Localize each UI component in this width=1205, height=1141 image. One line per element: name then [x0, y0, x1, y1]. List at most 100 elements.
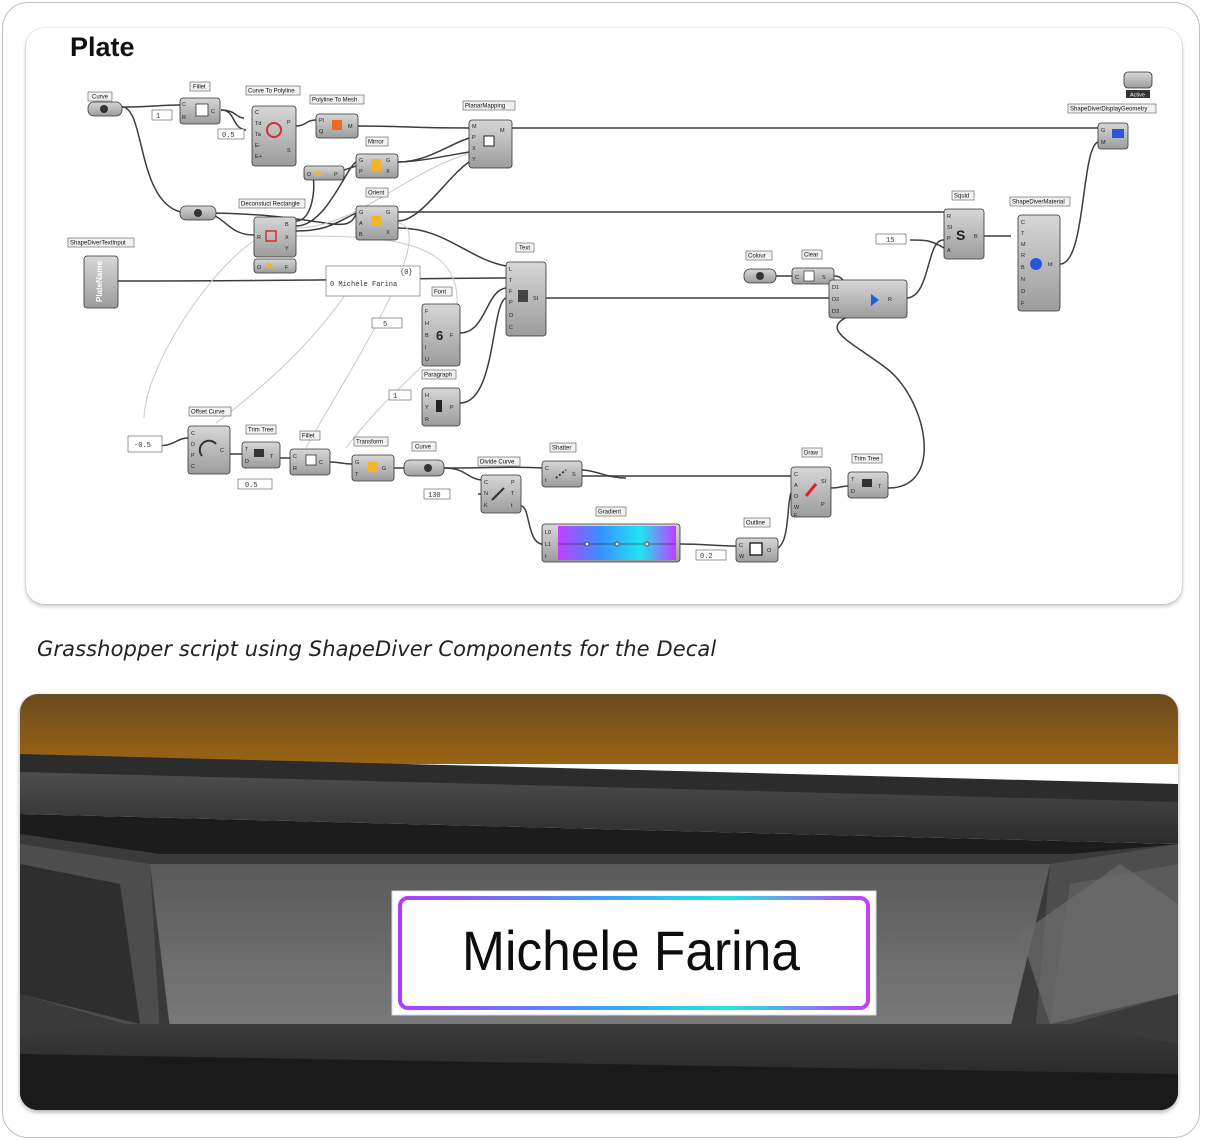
- svg-text:O: O: [767, 548, 772, 554]
- value-fillet-radius[interactable]: 1: [151, 109, 173, 121]
- node-transform[interactable]: Transform GT G: [351, 436, 395, 482]
- node-clear-label: Clear: [804, 253, 818, 259]
- node-shatter[interactable]: Shatter Ct S: [541, 442, 583, 488]
- node-deconstruct-rectangle[interactable]: Deconstuct Rectangle R BXY: [238, 198, 306, 258]
- svg-text:O: O: [509, 313, 514, 319]
- node-fillet-2[interactable]: Fillet CR C: [289, 430, 331, 476]
- svg-text:X: X: [285, 235, 289, 241]
- node-text-input[interactable]: ShapeDiverTextInput PlateName: [67, 237, 135, 309]
- node-colour[interactable]: Colour: [743, 250, 777, 284]
- svg-text:{0}: {0}: [400, 269, 413, 277]
- node-divide-curve[interactable]: Divide Curve CNK PTt: [477, 456, 522, 514]
- node-colour-label: Colour: [748, 254, 766, 260]
- svg-text:M: M: [1021, 242, 1026, 248]
- squid-icon: S: [956, 227, 965, 243]
- svg-text:P: P: [472, 135, 476, 141]
- node-transform-label: Transform: [356, 440, 383, 446]
- polyline-icon: [266, 122, 282, 138]
- node-draw-label: Draw: [804, 451, 819, 457]
- svg-text:t: t: [545, 478, 547, 484]
- node-paragraph[interactable]: Paragraph HYR P: [421, 369, 461, 427]
- value-paragraph[interactable]: 1: [388, 389, 412, 401]
- svg-text:E-: E-: [255, 143, 261, 149]
- offset-icon: [198, 439, 217, 457]
- node-polyline-to-mesh[interactable]: Polyline To Mesh PlQ M: [309, 94, 365, 139]
- svg-text:t: t: [545, 554, 547, 560]
- node-trim-tree-1[interactable]: Trim Tree TD T: [241, 424, 281, 469]
- svg-text:5: 5: [383, 321, 387, 329]
- value-polyline-tol[interactable]: 0.5: [217, 128, 245, 140]
- node-outline[interactable]: Outline CW O: [735, 517, 779, 563]
- svg-text:D3: D3: [832, 309, 839, 315]
- node-outline-label: Outline: [746, 521, 766, 527]
- svg-text:G: G: [1101, 128, 1105, 134]
- svg-text:I: I: [425, 345, 427, 351]
- svg-text:0 Michele Farina: 0 Michele Farina: [330, 281, 397, 289]
- svg-text:R: R: [293, 466, 297, 472]
- svg-text:C: C: [545, 466, 549, 472]
- svg-text:S: S: [287, 148, 291, 154]
- svg-text:O: O: [794, 494, 799, 500]
- svg-text:D1: D1: [832, 285, 839, 291]
- svg-text:T: T: [509, 278, 513, 284]
- svg-text:P: P: [287, 120, 291, 126]
- plate-name-param: PlateName: [95, 261, 104, 302]
- curve-icon-2: [424, 464, 432, 472]
- active-toggle[interactable]: Active: [1123, 71, 1153, 99]
- figure-caption: Grasshopper script using ShapeDiver Comp…: [37, 637, 717, 661]
- node-text-label: Text: [519, 246, 530, 252]
- text-panel[interactable]: {0} 0 Michele Farina: [325, 265, 421, 297]
- svg-text:B: B: [425, 333, 429, 339]
- node-fillet-1[interactable]: Fillet CR C: [179, 81, 221, 125]
- svg-text:SI: SI: [533, 296, 539, 302]
- node-display-geometry[interactable]: ShapeDiverDisplayGeometry GM: [1067, 103, 1157, 150]
- node-curve-2[interactable]: Curve: [403, 441, 445, 477]
- mirror-icon: [371, 159, 381, 171]
- value-offset[interactable]: -0.5: [127, 435, 163, 453]
- node-trim-tree-2[interactable]: Trim Tree TD T: [847, 453, 889, 499]
- svg-text:S: S: [822, 275, 826, 281]
- svg-text:C: C: [255, 110, 259, 116]
- svg-text:U: U: [425, 357, 429, 363]
- render-panel: [20, 694, 1178, 1110]
- svg-text:G: G: [359, 210, 363, 216]
- gradient-stop-1[interactable]: [584, 541, 590, 547]
- node-squid-label: Squid: [954, 194, 969, 200]
- node-ctp-label: Curve To Polyline: [248, 89, 295, 95]
- value-squid[interactable]: 15: [875, 233, 907, 245]
- value-font-size[interactable]: 5: [371, 317, 403, 329]
- value-fillet-2[interactable]: 0.5: [237, 478, 273, 490]
- node-orient[interactable]: Orient GAB GX: [355, 187, 399, 241]
- svg-text:P: P: [334, 172, 338, 178]
- svg-text:G: G: [355, 460, 359, 466]
- value-outline-w[interactable]: 0.2: [695, 549, 727, 561]
- node-text-input-label: ShapeDiverTextInput: [70, 241, 126, 247]
- svg-text:-0.5: -0.5: [134, 442, 151, 450]
- gradient-stop-3[interactable]: [644, 541, 650, 547]
- node-ptm-label: Polyline To Mesh: [312, 98, 357, 104]
- svg-text:1: 1: [156, 113, 160, 121]
- gradient-stop-2[interactable]: [614, 541, 620, 547]
- node-mirror[interactable]: Mirror GP GX: [355, 136, 399, 179]
- svg-text:T: T: [245, 447, 249, 453]
- node-curve-1[interactable]: Curve: [87, 91, 123, 117]
- svg-text:A: A: [794, 483, 798, 489]
- node-decon-param[interactable]: [179, 205, 217, 221]
- colour-icon: [756, 272, 764, 280]
- node-planar-mapping-label: PlanarMapping: [465, 104, 505, 110]
- value-divide-count[interactable]: 130: [423, 488, 451, 500]
- node-shatter-label: Shatter: [552, 446, 571, 452]
